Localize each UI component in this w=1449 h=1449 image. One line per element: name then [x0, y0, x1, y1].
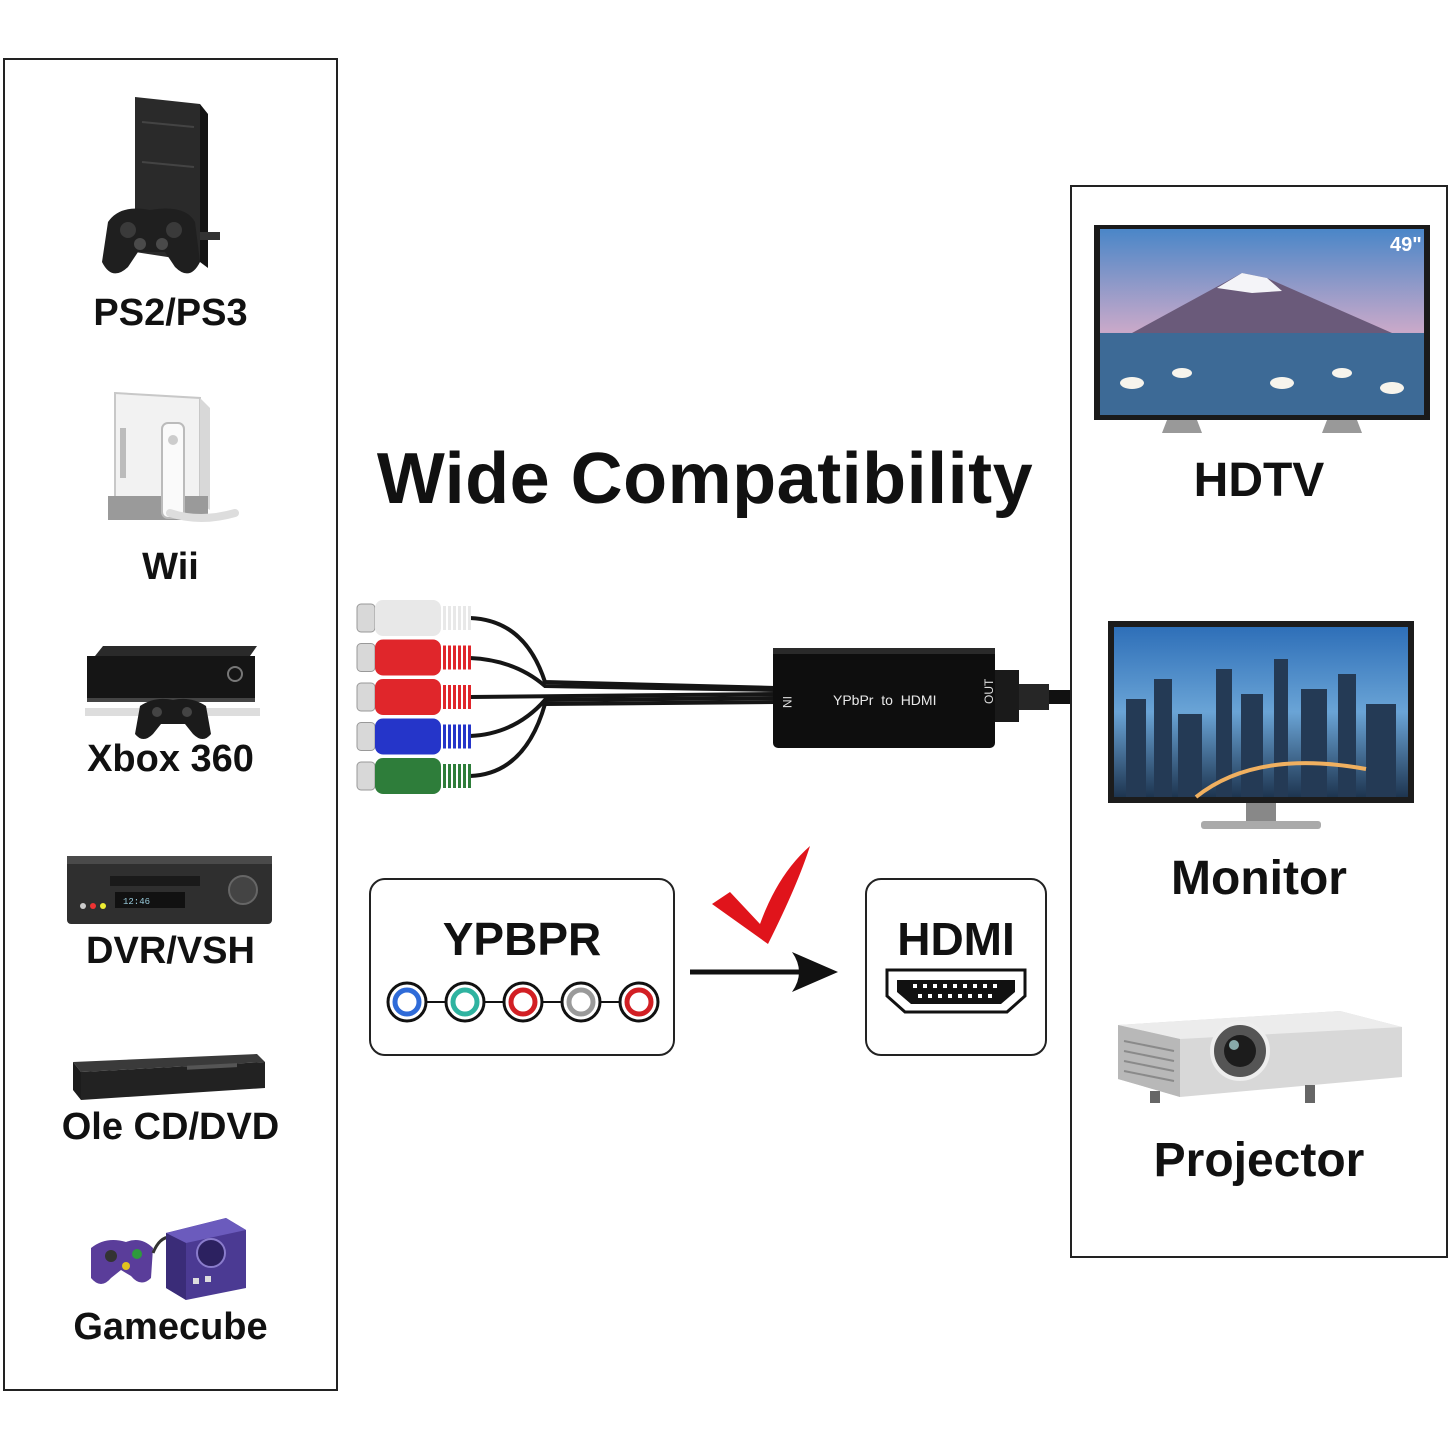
hdmi-output-box: HDMI — [865, 878, 1047, 1056]
rca-jack-row — [385, 980, 665, 1024]
gamecube-image — [81, 1208, 251, 1308]
display-label-monitor: Monitor — [1171, 852, 1347, 905]
rca-jack — [618, 981, 660, 1023]
page-title: Wide Compatibility — [376, 439, 1034, 519]
rca-plug — [356, 758, 471, 794]
hdmi-label: HDMI — [897, 913, 1015, 965]
adapter-label: YPbPr to HDMI — [833, 692, 936, 708]
source-label-xbox-360: Xbox 360 — [87, 738, 254, 780]
projector-image — [1110, 1005, 1410, 1115]
wii-console-image — [100, 388, 250, 533]
monitor-image — [1106, 619, 1416, 834]
hdtv-image: 49" — [1092, 223, 1432, 438]
xbox-console-image — [85, 644, 260, 744]
rca-jack — [444, 981, 486, 1023]
rca-jack — [502, 981, 544, 1023]
converter-cable-illustration: IN YPbPr to HDMI OUT — [355, 590, 1075, 810]
ypbpr-label: YPBPR — [442, 913, 602, 965]
check-icon — [708, 844, 818, 944]
rca-jack — [560, 981, 602, 1023]
ypbpr-input-box: YPBPR — [369, 878, 675, 1056]
ps2-console-image — [90, 92, 250, 287]
hdmi-port-icon — [883, 966, 1029, 1018]
display-label-projector: Projector — [1153, 1134, 1365, 1187]
dvd-player-image — [67, 1048, 267, 1103]
source-devices-panel: PS2/PS3 Wii Xbox 360 — [3, 58, 338, 1391]
adapter-out-label: OUT — [982, 678, 996, 704]
source-label-dvr-vsh: DVR/VSH — [86, 930, 255, 972]
rca-plug — [356, 718, 471, 755]
vcr-image: 12:46 — [65, 854, 275, 926]
arrow-right-icon — [688, 948, 843, 996]
display-devices-panel: 49" HDTV Monitor — [1070, 185, 1448, 1258]
adapter-in-label: IN — [780, 696, 794, 708]
rca-plug — [356, 679, 471, 715]
source-label-gamecube: Gamecube — [73, 1306, 268, 1348]
rca-plug — [356, 600, 471, 636]
source-label-wii: Wii — [142, 546, 199, 588]
display-label-hdtv: HDTV — [1193, 454, 1325, 507]
rca-plug — [356, 639, 471, 676]
source-label-ps2: PS2/PS3 — [93, 292, 248, 334]
source-label-cd-dvd: Ole CD/DVD — [61, 1106, 280, 1148]
rca-jack — [386, 981, 428, 1023]
svg-text:12:46: 12:46 — [123, 897, 150, 907]
tv-screen-badge: 49" — [1390, 234, 1422, 256]
